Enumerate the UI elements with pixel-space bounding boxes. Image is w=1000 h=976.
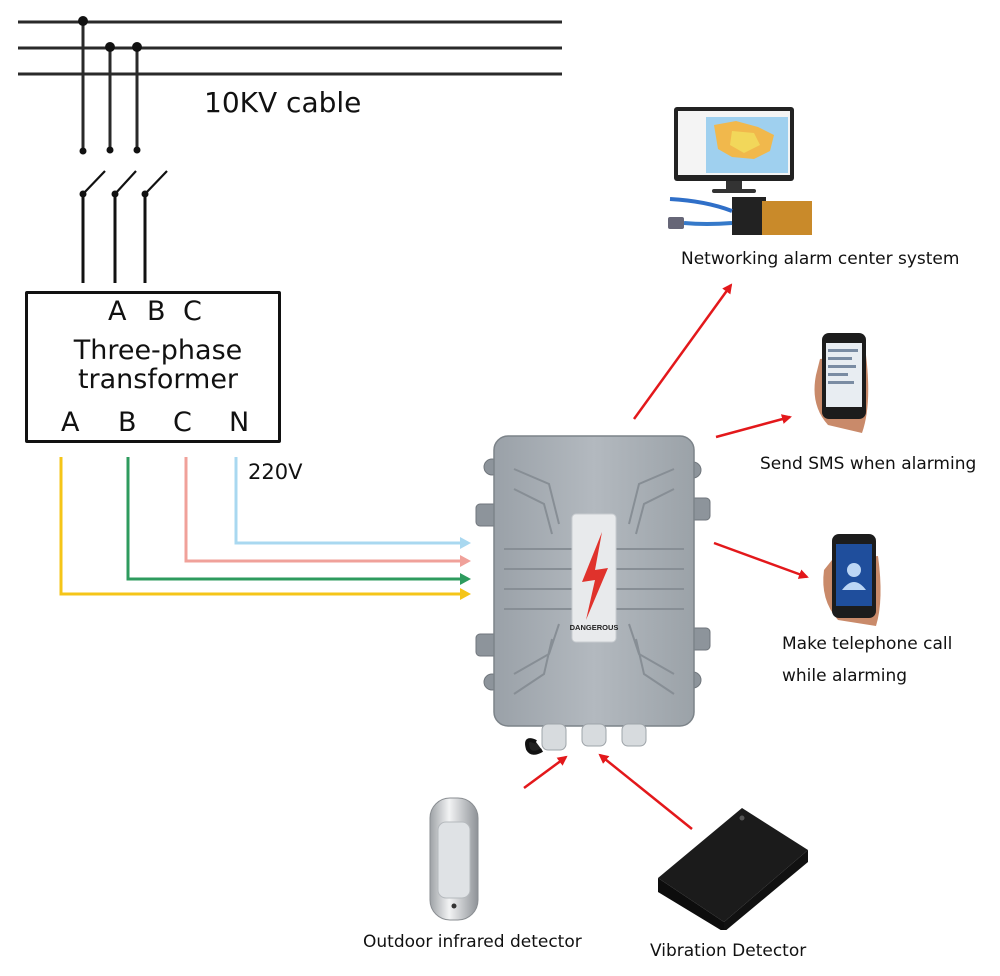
transformer-title-line2: transformer: [77, 364, 239, 395]
arrow-to-call: [713, 541, 809, 579]
caption-vibration: Vibration Detector: [650, 941, 807, 961]
junction-dot: [105, 42, 115, 52]
transformer-input-a: A: [108, 296, 127, 327]
transformer-input-b: B: [147, 296, 166, 327]
caller-avatar-icon: [847, 563, 861, 577]
switch-blade: [144, 170, 168, 195]
junction-dot: [78, 16, 88, 26]
signal-arrows: [523, 283, 809, 830]
transformer-output-n: N: [229, 407, 250, 438]
alarm-receiver-black: [732, 197, 766, 235]
wire-n: [234, 457, 462, 545]
wire-b: [126, 457, 462, 581]
vibration-detector-top: [658, 808, 808, 922]
call-phone-image: [823, 534, 881, 626]
transformer-title-line1: Three-phase: [73, 335, 243, 366]
switches: [79, 170, 168, 283]
arrow-from-infrared: [523, 755, 568, 790]
junction-dot: [132, 42, 142, 52]
alarm-receiver-orange: [762, 201, 812, 235]
caption-infrared: Outdoor infrared detector: [363, 932, 582, 952]
caption-call-line1: Make telephone call: [782, 634, 953, 654]
switch-blade: [114, 170, 137, 195]
caption-alarm-center: Networking alarm center system: [681, 249, 960, 269]
cable-label: 10KV cable: [204, 86, 362, 119]
warning-plate-text: DANGEROUS: [570, 623, 619, 632]
caption-call-line2: while alarming: [782, 666, 908, 686]
caption-sms: Send SMS when alarming: [760, 454, 977, 474]
switch-blade: [82, 170, 106, 195]
arrow-to-sms: [715, 414, 792, 439]
cable-glands: [541, 723, 647, 751]
cable-lines: [18, 20, 562, 76]
transformer-box: [25, 291, 281, 443]
enclosure-ribs: [504, 468, 684, 695]
transformer-input-c: C: [183, 296, 202, 327]
transformer-output-a: A: [61, 407, 80, 438]
voltage-label: 220V: [248, 460, 303, 484]
alarm-center-image: [668, 107, 812, 235]
arrow-to-alarm-center: [632, 283, 733, 420]
transformer-output-b: B: [118, 407, 137, 438]
infrared-lens: [437, 821, 471, 899]
arrow-from-vibration: [598, 753, 693, 830]
wire-c: [184, 457, 462, 563]
transformer-output-c: C: [173, 407, 192, 438]
vibration-detector-image: [658, 808, 808, 930]
supply-wires: [59, 457, 471, 600]
lightning-bolt-icon: [582, 532, 608, 620]
infrared-detector-image: [429, 797, 479, 921]
drop-lines: [78, 16, 142, 155]
wire-a: [59, 457, 462, 596]
sms-phone-image: [814, 333, 869, 433]
alarm-device: DANGEROUS: [475, 435, 711, 755]
